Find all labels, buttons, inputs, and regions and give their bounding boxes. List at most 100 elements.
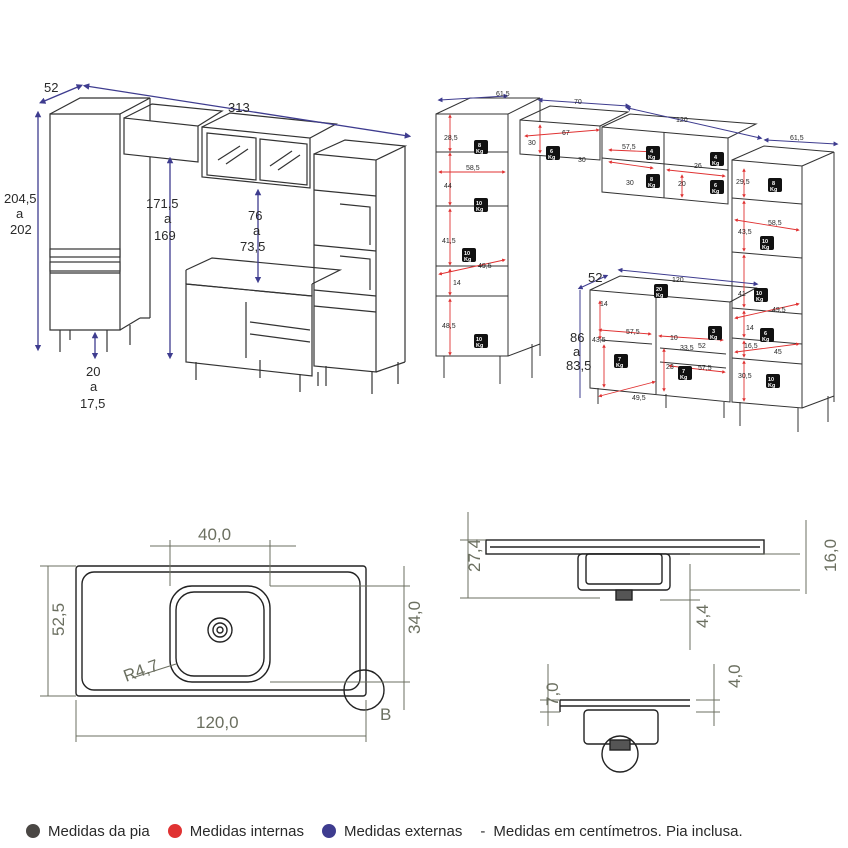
int-r3: 58,5 — [768, 220, 782, 227]
svg-text:Kg: Kg — [548, 155, 555, 161]
external-dimension-lines — [34, 83, 412, 360]
ext-depth: 52 — [44, 80, 58, 95]
int-c3: 30 — [578, 157, 586, 164]
sink-side-drain: 4,4 — [693, 604, 712, 628]
kitchen-front-view — [49, 97, 408, 394]
svg-text:4: 4 — [714, 155, 718, 161]
int-b8: 57,5 — [698, 365, 712, 372]
int-l6: 14 — [453, 280, 461, 287]
svg-text:10: 10 — [768, 377, 774, 383]
internal-outer-dim-lines — [437, 93, 839, 290]
int-l5: 49,5 — [478, 263, 492, 270]
int-b-height-b: 83,5 — [566, 358, 591, 373]
sink-detail-right: 4,0 — [725, 664, 744, 688]
svg-text:7: 7 — [682, 369, 685, 375]
ext-shelf-gap: 171,5 — [146, 196, 179, 211]
weight-badges: 8 Kg 10 Kg 10 Kg 10 Kg 6 Kg 4 Kg — [462, 140, 782, 389]
weight-icon: 6 Kg — [546, 146, 560, 161]
weight-icon: 8 Kg — [646, 174, 660, 189]
svg-text:10: 10 — [464, 251, 470, 257]
int-r5: 49,5 — [772, 307, 786, 314]
legend-label: Medidas externas — [343, 822, 463, 840]
ext-height: 204,5 — [4, 191, 37, 206]
int-b-width: 120 — [672, 277, 684, 284]
legend-item-sink: Medidas da pia — [26, 823, 150, 840]
ext-feet-b: 17,5 — [80, 396, 105, 411]
svg-text:20: 20 — [656, 287, 662, 293]
int-r6: 14 — [746, 325, 754, 332]
int-l7: 48,5 — [442, 323, 456, 330]
int-b2: 57,5 — [626, 329, 640, 336]
sink-detail-dims — [540, 664, 720, 726]
int-b1: 14 — [600, 301, 608, 308]
ext-feet: 20 — [86, 364, 100, 379]
weight-icon: 6 Kg — [710, 180, 724, 195]
ext-feet-sep: a — [90, 379, 98, 394]
ext-height-sep: a — [16, 206, 24, 221]
svg-text:Kg: Kg — [648, 183, 655, 189]
int-c4: 57,5 — [622, 144, 636, 151]
external-dimension-labels: 52 313 204,5 a 202 20 a 17,5 171,5 a 169… — [4, 80, 265, 411]
sink-bowl-width: 40,0 — [198, 525, 231, 544]
svg-text:10: 10 — [762, 239, 768, 245]
svg-text:4: 4 — [650, 149, 654, 155]
legend-item-external: Medidas externas — [321, 822, 463, 840]
svg-text:3: 3 — [712, 329, 715, 335]
sink-detail-view — [559, 699, 690, 773]
svg-text:Kg: Kg — [464, 257, 471, 263]
weight-icon: 7 Kg — [614, 354, 628, 369]
int-r7: 16,5 — [744, 343, 758, 350]
legend-dot-icon — [321, 824, 336, 838]
int-l4: 41,5 — [442, 238, 456, 245]
ext-width: 313 — [228, 100, 250, 115]
sink-depth: 52,5 — [49, 603, 68, 636]
int-b6: 33,5 — [680, 345, 694, 352]
weight-icon: 4 Kg — [646, 146, 660, 161]
weight-icon: 8 Kg — [474, 140, 488, 155]
svg-text:6: 6 — [714, 183, 717, 189]
svg-text:Kg: Kg — [756, 297, 763, 303]
int-r4: 41 — [738, 291, 746, 298]
ext-shelf-gap-b: 169 — [154, 228, 176, 243]
svg-text:Kg: Kg — [762, 245, 769, 251]
sink-plan-view — [75, 565, 385, 711]
legend: Medidas da pia Medidas internas Medidas … — [26, 820, 743, 842]
weight-icon: 10 Kg — [474, 334, 488, 349]
ext-upper-sep: a — [253, 223, 261, 238]
int-b-height: 86 — [570, 330, 584, 345]
svg-text:6: 6 — [550, 149, 553, 155]
int-c7: 26 — [694, 163, 702, 170]
svg-text:Kg: Kg — [656, 293, 663, 299]
weight-icon: 8 Kg — [768, 178, 782, 193]
sink-side-height: 27,4 — [465, 539, 484, 572]
int-b-depth: 52 — [588, 270, 602, 285]
int-c2: 30 — [528, 140, 536, 147]
svg-text:Kg: Kg — [768, 383, 775, 389]
int-center-top: 70 — [574, 99, 582, 106]
weight-icon: 10 Kg — [766, 374, 780, 389]
weight-icon: 4 Kg — [710, 152, 724, 167]
internal-dimension-labels: 61,5 70 120 61,5 28,5 58,5 44 41,5 49,5 … — [442, 91, 804, 402]
sink-detail-left: 7,0 — [543, 682, 562, 706]
sink-side-labels: 27,4 16,0 4,4 — [465, 539, 840, 628]
weight-icon: 10 Kg — [760, 236, 774, 251]
legend-note: Medidas em centímetros. Pia inclusa. — [493, 822, 743, 840]
svg-text:10: 10 — [756, 291, 762, 297]
int-b4: 10 — [670, 335, 678, 342]
weight-icon: 10 Kg — [474, 198, 488, 213]
int-b7: 23 — [666, 364, 674, 371]
svg-text:10: 10 — [476, 337, 482, 343]
weight-icon: 10 Kg — [462, 248, 476, 263]
internal-dimension-lines — [438, 114, 800, 402]
svg-text:7: 7 — [618, 357, 621, 363]
legend-dot-icon — [167, 824, 182, 838]
svg-text:Kg: Kg — [616, 363, 623, 369]
int-r2: 43,5 — [738, 229, 752, 236]
int-right-top: 120 — [676, 117, 688, 124]
sink-length: 120,0 — [196, 713, 239, 732]
ext-upper-b: 73,5 — [240, 239, 265, 254]
sink-plan-dims — [40, 540, 410, 742]
svg-text:8: 8 — [650, 177, 653, 183]
svg-text:Kg: Kg — [762, 337, 769, 343]
